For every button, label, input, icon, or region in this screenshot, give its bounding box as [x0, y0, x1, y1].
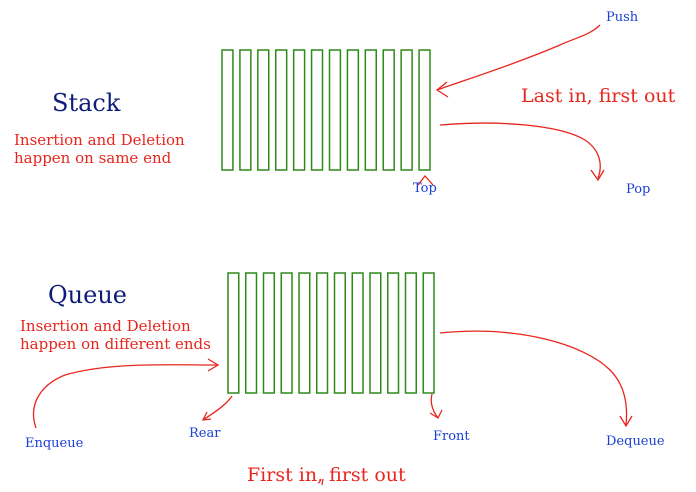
- stack-description-line-1: Insertion and Deletion: [14, 131, 185, 149]
- rear-arrow: [202, 395, 233, 421]
- queue-description-line-2: happen on different ends: [20, 335, 211, 353]
- queue-cell-1: [227, 272, 240, 394]
- dequeue-arrow: [439, 330, 628, 426]
- stack-cell-4: [275, 49, 288, 171]
- queue-cell-8: [351, 272, 364, 394]
- stack-cell-2: [239, 49, 252, 171]
- tick-mark: [321, 478, 324, 486]
- queue-cell-4: [280, 272, 293, 394]
- stack-cell-1: [221, 49, 234, 171]
- stack-cells: [221, 49, 431, 171]
- queue-description-line-1: Insertion and Deletion: [20, 317, 191, 335]
- queue-cells: [227, 272, 435, 394]
- push-label: Push: [606, 10, 639, 25]
- stack-cell-7: [328, 49, 342, 171]
- top-label: Top: [413, 181, 437, 196]
- push-arrow: [436, 24, 601, 91]
- front-label: Front: [433, 429, 470, 444]
- stack-cell-6: [310, 49, 324, 171]
- rear-label: Rear: [189, 426, 221, 441]
- queue-cell-9: [369, 272, 382, 394]
- front-arrowhead: [429, 409, 443, 419]
- queue-cell-3: [262, 272, 275, 394]
- stack-cell-5: [292, 49, 306, 171]
- enqueue-label: Enqueue: [25, 436, 84, 451]
- top-marker: [417, 174, 434, 186]
- pop-arrowhead: [590, 169, 605, 182]
- stack-motto: Last in, first out: [521, 85, 676, 107]
- stack-title: Stack: [52, 89, 121, 117]
- stack-cell-3: [257, 49, 270, 171]
- rear-arrowhead: [201, 411, 212, 421]
- front-arrow: [430, 393, 439, 419]
- pop-arrow: [439, 122, 601, 179]
- stack-description-line-2: happen on same end: [14, 149, 172, 167]
- queue-motto: First in, first out: [247, 464, 406, 486]
- stack-cell-8: [346, 49, 360, 171]
- stack-cell-10: [382, 49, 395, 171]
- queue-cell-7: [333, 272, 346, 394]
- push-arrowhead: [435, 81, 449, 98]
- dequeue-arrowhead: [619, 415, 633, 428]
- pop-label: Pop: [626, 182, 651, 197]
- dequeue-label: Dequeue: [606, 434, 665, 449]
- queue-cell-2: [245, 272, 258, 394]
- enqueue-arrowhead: [207, 358, 220, 372]
- enqueue-arrow: [32, 364, 219, 429]
- queue-cell-6: [316, 272, 329, 394]
- queue-title: Queue: [48, 281, 127, 309]
- stack-cell-11: [400, 49, 413, 171]
- arrows: [32, 24, 633, 486]
- stack-cell-9: [364, 49, 377, 171]
- queue-cell-11: [404, 272, 417, 394]
- stack-cell-12: [418, 49, 431, 171]
- queue-cell-12: [422, 272, 435, 394]
- queue-cell-5: [298, 272, 311, 394]
- queue-cell-10: [387, 272, 400, 394]
